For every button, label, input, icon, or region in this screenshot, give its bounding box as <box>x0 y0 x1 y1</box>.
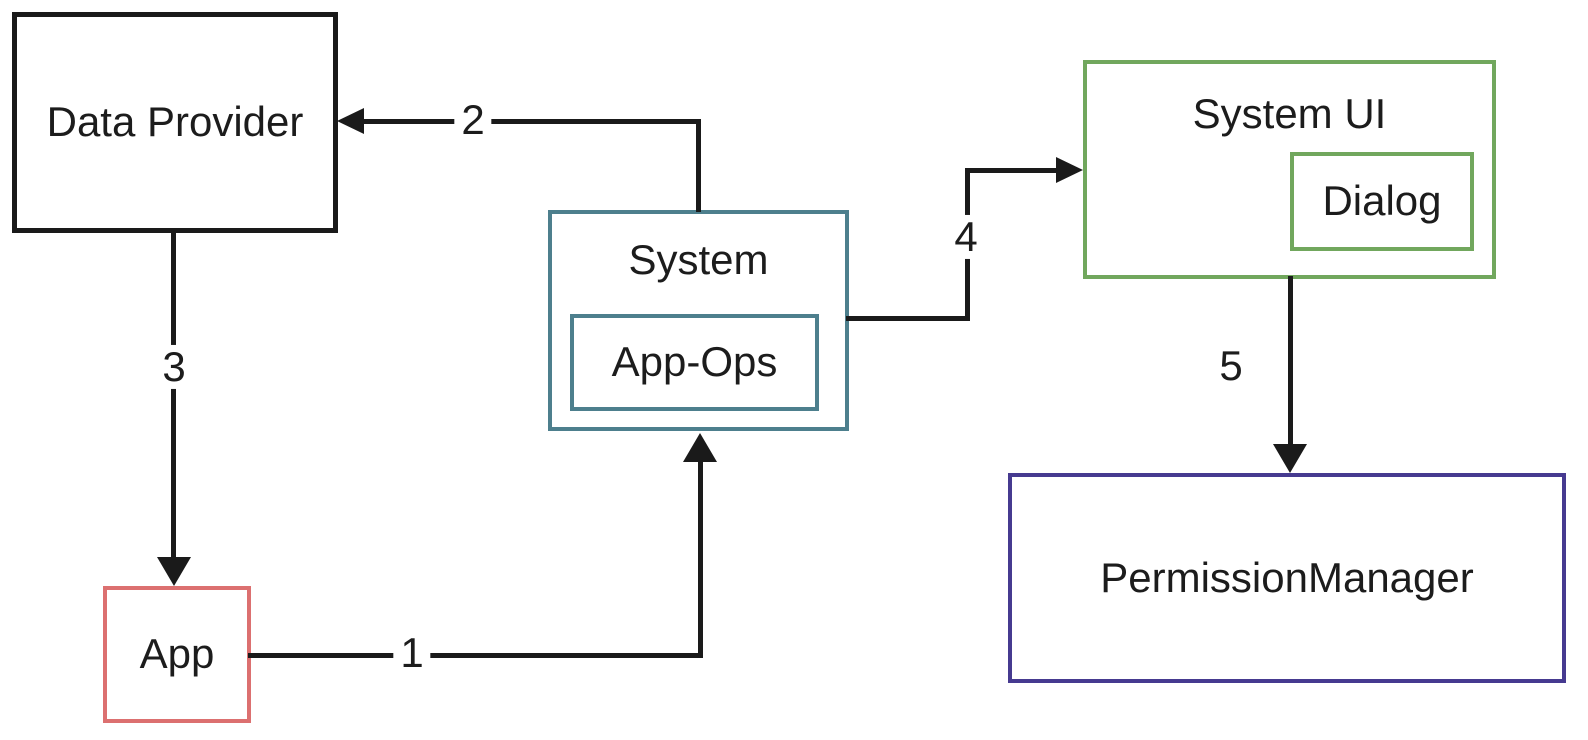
app-ops-box: App-Ops <box>570 314 819 411</box>
edge-4-label: 4 <box>947 214 985 260</box>
permission-manager-label: PermissionManager <box>1100 553 1474 601</box>
edge-3-arrowhead-down-icon <box>157 557 191 586</box>
permission-manager-box: PermissionManager <box>1008 473 1566 683</box>
system-ui-label: System UI <box>1192 90 1387 137</box>
dialog-box: Dialog <box>1290 152 1474 251</box>
app-box: App <box>103 586 251 723</box>
edge-2-arrowhead-left-icon <box>337 108 364 134</box>
edge-1-label: 1 <box>393 630 431 676</box>
data-provider-label: Data Provider <box>46 98 304 146</box>
app-label: App <box>139 630 215 678</box>
edge-4-line-horizontal-upper <box>967 168 1062 173</box>
edge-1-line-horizontal <box>248 653 702 658</box>
edge-1-line-vertical <box>698 458 703 658</box>
edge-5-line-vertical <box>1288 276 1293 450</box>
edge-1-arrowhead-up-icon <box>683 433 717 462</box>
data-provider-box: Data Provider <box>12 12 338 233</box>
system-label: System <box>628 236 769 283</box>
edge-5-arrowhead-down-icon <box>1273 444 1307 473</box>
edge-3-line-vertical <box>171 230 176 562</box>
edge-3-label: 3 <box>155 344 193 390</box>
edge-2-line-vertical <box>696 120 701 212</box>
edge-2-line-horizontal <box>360 119 701 124</box>
edge-4-line-horizontal-lower <box>846 316 970 321</box>
edge-2-label: 2 <box>454 97 492 143</box>
dialog-label: Dialog <box>1322 177 1442 225</box>
edge-5-label: 5 <box>1212 343 1250 389</box>
app-ops-label: App-Ops <box>611 338 778 386</box>
edge-4-arrowhead-right-icon <box>1056 157 1083 183</box>
